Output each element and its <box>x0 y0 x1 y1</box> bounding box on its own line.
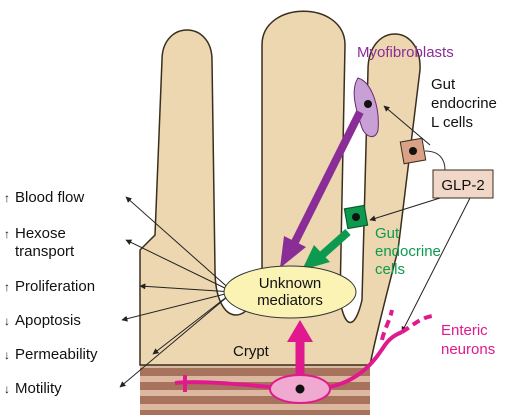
myofibroblasts-label: Myofibroblasts <box>357 44 454 61</box>
effect-arrow-proliferation: ↑ <box>4 280 10 294</box>
gut-endocrine-cells-label-1: Gut <box>375 225 400 242</box>
mediators-label: mediators <box>257 292 323 309</box>
effect-arrow-permeability: ↓ <box>4 348 10 362</box>
effect-transport: transport <box>15 243 75 260</box>
effects-list: ↑ Blood flow ↑ Hexose transport ↑ Prolif… <box>4 189 98 397</box>
crypt-label: Crypt <box>233 343 270 360</box>
effect-arrow-apoptosis: ↓ <box>4 314 10 328</box>
effect-apoptosis: Apoptosis <box>15 312 81 329</box>
gut-endocrine-cells-label-2: endocrine <box>375 243 441 260</box>
unknown-label: Unknown <box>259 275 322 292</box>
effect-motility: Motility <box>15 380 62 397</box>
effect-hexose: Hexose <box>15 225 66 242</box>
effect-arrow-motility: ↓ <box>4 382 10 396</box>
l-cell <box>400 138 425 163</box>
muscle-layer <box>140 365 370 415</box>
effect-blood-flow: Blood flow <box>15 189 84 206</box>
gut-endocrine-l-cells-label-3: L cells <box>431 114 473 131</box>
effect-permeability: Permeability <box>15 346 98 363</box>
gut-endocrine-l-cells-label-2: endocrine <box>431 95 497 112</box>
gut-endocrine-cell <box>344 205 367 228</box>
glp2-label: GLP-2 <box>441 177 484 194</box>
effect-arrow-blood-flow: ↑ <box>4 191 10 205</box>
gut-endocrine-cells-label-3: cells <box>375 261 405 278</box>
gut-endocrine-l-cells-label-1: Gut <box>431 76 456 93</box>
enteric-neurons-label-1: Enteric <box>441 322 488 339</box>
effect-arrow-hexose: ↑ <box>4 227 10 241</box>
enteric-neurons-label-2: neurons <box>441 341 495 358</box>
effect-proliferation: Proliferation <box>15 278 95 295</box>
